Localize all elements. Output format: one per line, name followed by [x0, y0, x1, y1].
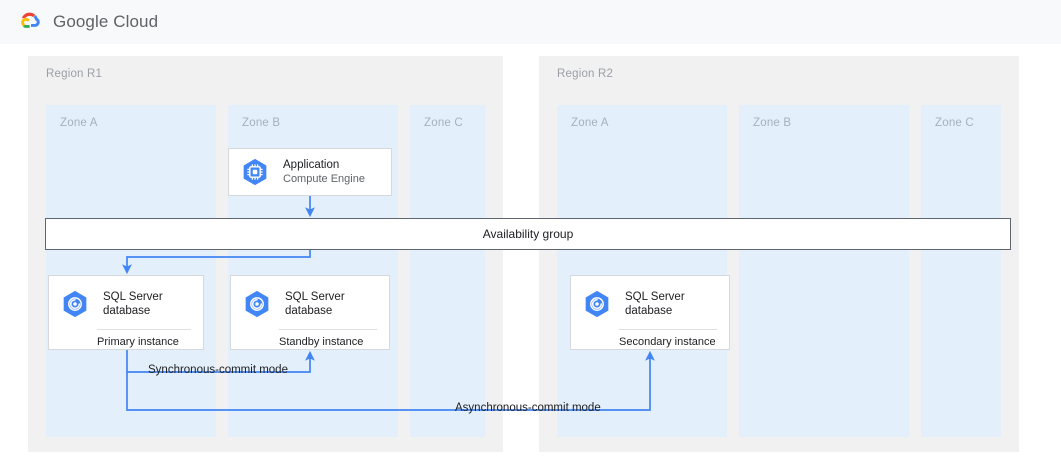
secondary-database-card[interactable]: SQL Server database Secondary instance	[570, 275, 730, 350]
region-r1-zone-b-label: Zone B	[242, 117, 281, 129]
compute-engine-icon	[240, 157, 270, 187]
secondary-database-title: SQL Server database	[625, 291, 685, 317]
brand-wordmark: Google Cloud	[53, 12, 158, 32]
primary-database-title: SQL Server database	[103, 291, 163, 317]
region-r2-zone-c: Zone C	[921, 105, 1001, 437]
availability-group-bar[interactable]: Availability group	[45, 218, 1011, 250]
sql-server-database-icon	[60, 289, 90, 319]
region-r1-zone-a-label: Zone A	[60, 117, 98, 129]
region-r2-zone-a: Zone A	[557, 105, 727, 437]
region-r2-zone-c-label: Zone C	[935, 117, 974, 129]
region-r1: Region R1 Zone A Zone B Zone C	[28, 56, 503, 452]
sql-server-database-icon	[582, 289, 612, 319]
secondary-card-divider	[619, 329, 717, 330]
region-r1-zone-c-label: Zone C	[424, 117, 463, 129]
application-title: Application	[283, 159, 340, 171]
google-cloud-brand: Google Cloud	[17, 9, 158, 35]
google-cloud-logo-icon	[17, 9, 43, 35]
synchronous-commit-label: Synchronous-commit mode	[148, 364, 288, 376]
standby-database-title: SQL Server database	[285, 291, 345, 317]
primary-instance-caption: Primary instance	[97, 336, 179, 348]
brand-google: Google	[53, 12, 109, 31]
availability-group-to-primary-connector	[122, 250, 311, 275]
region-r2: Region R2 Zone A Zone B Zone C	[539, 56, 1019, 452]
connector-layer	[122, 196, 655, 411]
application-card-text: Application Compute Engine	[283, 158, 365, 186]
application-subtitle: Compute Engine	[283, 173, 365, 185]
primary-card-divider	[97, 329, 191, 330]
asynchronous-commit-connector	[126, 350, 655, 411]
region-r2-zone-b-label: Zone B	[753, 117, 792, 129]
application-card[interactable]: Application Compute Engine	[228, 148, 392, 196]
asynchronous-commit-label: Asynchronous-commit mode	[455, 402, 601, 414]
availability-group-label: Availability group	[482, 227, 574, 241]
primary-database-card[interactable]: SQL Server database Primary instance	[48, 275, 204, 350]
secondary-instance-caption: Secondary instance	[619, 336, 716, 348]
architecture-diagram: Region R1 Zone A Zone B Zone C Region R2…	[0, 44, 1061, 476]
region-r2-zone-b: Zone B	[739, 105, 909, 437]
sql-server-database-icon	[242, 289, 272, 319]
region-r1-zone-c: Zone C	[410, 105, 485, 437]
region-r1-label: Region R1	[46, 68, 103, 80]
standby-card-divider	[279, 329, 377, 330]
brand-cloud: Cloud	[113, 12, 159, 31]
standby-instance-caption: Standby instance	[279, 336, 364, 348]
region-r2-label: Region R2	[557, 68, 614, 80]
standby-database-card[interactable]: SQL Server database Standby instance	[230, 275, 390, 350]
region-r2-zone-a-label: Zone A	[571, 117, 609, 129]
page-header: Google Cloud	[0, 0, 1061, 44]
synchronous-commit-connector	[126, 350, 315, 373]
